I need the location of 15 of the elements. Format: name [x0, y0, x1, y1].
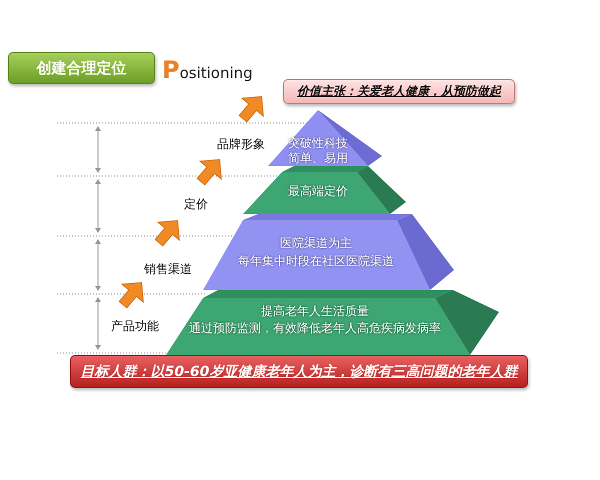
axis-label: 定价 [184, 196, 208, 213]
layer-text: 最高端定价 [288, 184, 348, 199]
layer-text: 通过预防监测，有效降低老年人高危疾病发病率 [189, 321, 441, 336]
axis-label: 产品功能 [111, 318, 159, 335]
target-banner: 目标人群：以50-60岁亚健康老年人为主，诊断有三高问题的老年人群 [70, 355, 528, 388]
value-banner: 价值主张：关爱老人健康，从预防做起 [283, 79, 515, 104]
layer-text: 每年集中时段在社区医院渠道 [238, 254, 394, 269]
axis-label: 销售渠道 [144, 261, 192, 278]
layer-text: 简单、易用 [288, 151, 348, 166]
heading-label: 创建合理定位 [8, 52, 155, 84]
layer-text: 突破性科技 [288, 136, 348, 151]
layer-text: 提高老年人生活质量 [261, 304, 369, 319]
layer-text: 医院渠道为主 [280, 236, 352, 251]
axis-label: 品牌形象 [217, 136, 265, 153]
heading-text: Positioning [162, 56, 253, 84]
